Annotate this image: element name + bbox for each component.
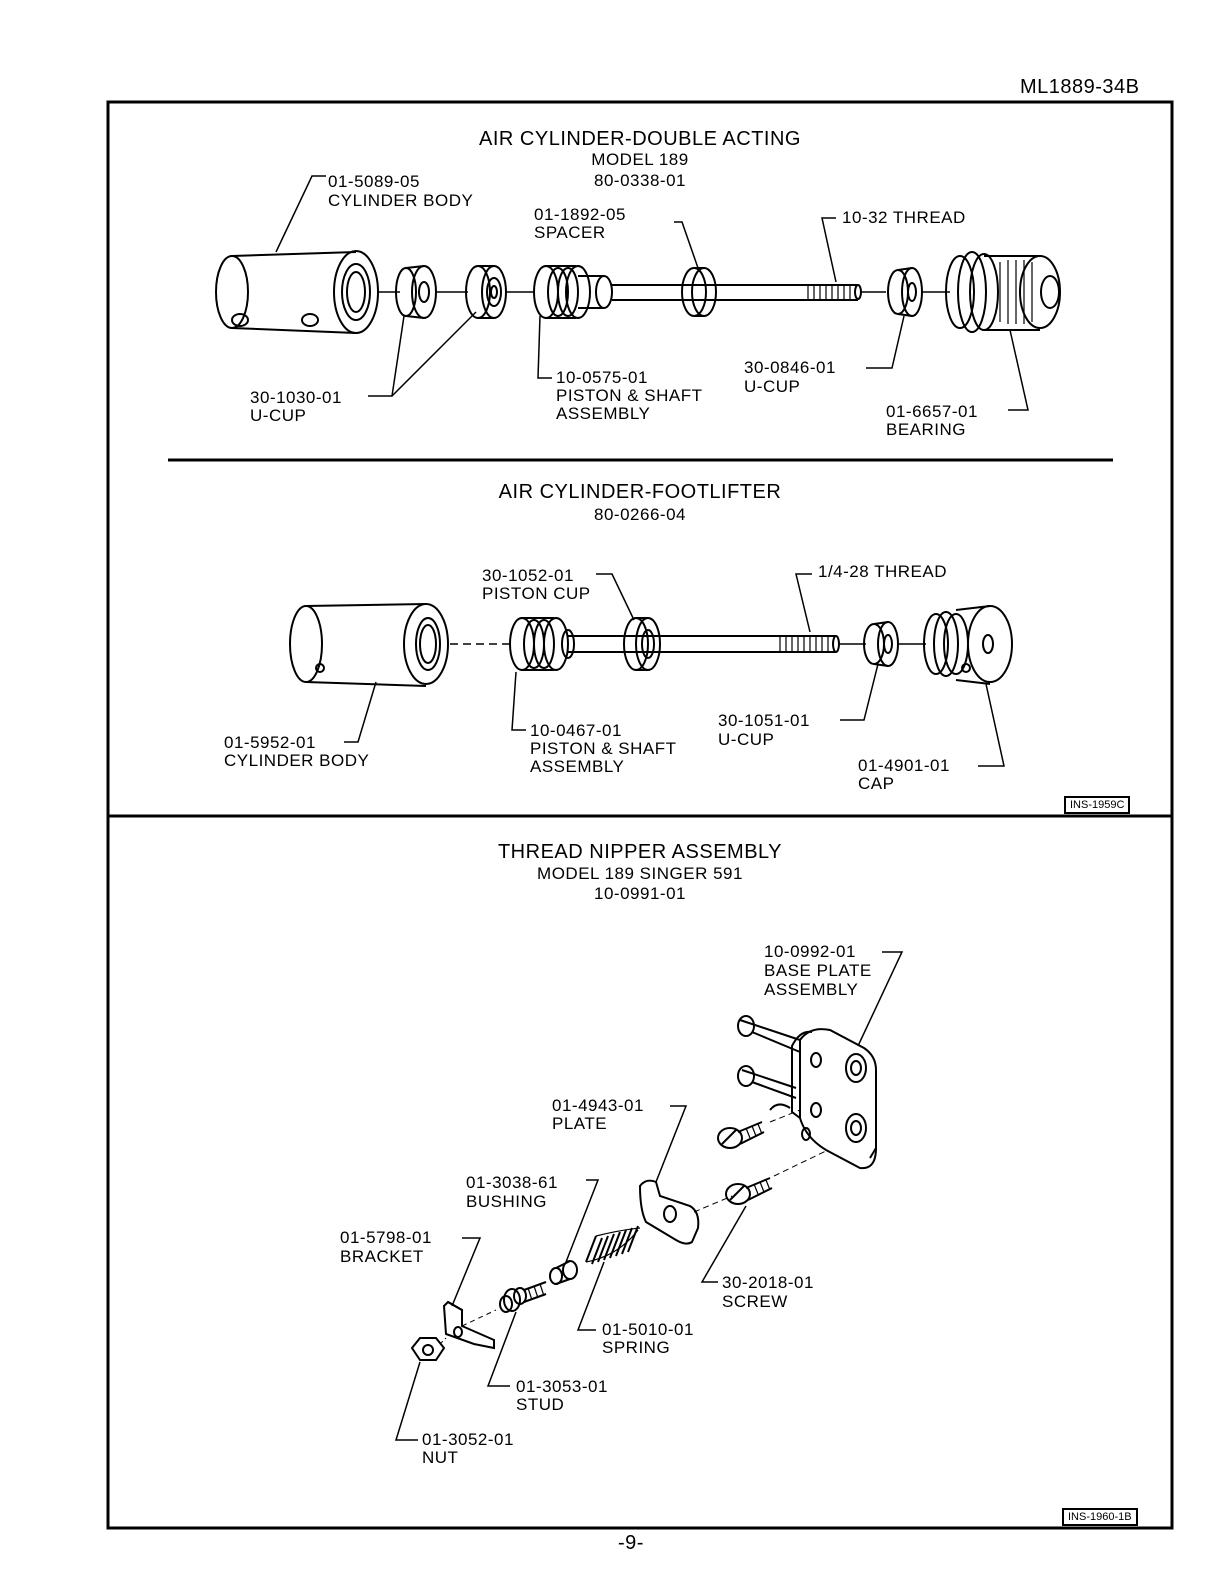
section-b-part-number: 80-0266-04 — [594, 505, 686, 524]
section-a-part-number: 80-0338-01 — [594, 171, 686, 190]
callout-stud-number: 01-3053-01 — [516, 1377, 608, 1396]
callout-piston-shaft-10-0575-01-name2: ASSEMBLY — [556, 404, 651, 423]
callout-piston-cup-name: PISTON CUP — [482, 584, 591, 603]
thread-nipper-drawing — [394, 951, 904, 1441]
callout-cap-number: 01-4901-01 — [858, 756, 950, 775]
plate-01-4943-01-shape — [638, 1179, 733, 1245]
callout-u-cup-30-0846-01-name: U-CUP — [744, 377, 801, 396]
callout-plate-number: 01-4943-01 — [552, 1096, 644, 1115]
section-c-leader-lines — [394, 951, 904, 1441]
callout-bushing-name: BUSHING — [466, 1192, 547, 1211]
drawing-stamp-ins-1960-1b: INS-1960-1B — [1062, 1508, 1138, 1526]
callout-u-cup-30-1030-01-number: 30-1030-01 — [250, 388, 342, 407]
panel-thread-nipper-frame — [106, 814, 1174, 1530]
callout-piston-shaft-10-0467-01-name: PISTON & SHAFT — [530, 739, 677, 758]
callout-cap-name: CAP — [858, 774, 895, 793]
callout-nut-number: 01-3052-01 — [422, 1430, 514, 1449]
callout-u-cup-30-1030-01-name: U-CUP — [250, 406, 307, 425]
callout-nut-name: NUT — [422, 1448, 459, 1467]
piston-shaft-10-0575-01-shape — [533, 265, 862, 319]
section-a-model: MODEL 189 — [591, 150, 689, 169]
nut-01-3052-01-shape — [410, 1337, 447, 1361]
thread-nipper-model: MODEL 189 SINGER 591 — [537, 864, 743, 883]
page-number: -9- — [618, 1532, 644, 1554]
callout-screw-name: SCREW — [722, 1292, 788, 1311]
u-cup-2-shape — [465, 265, 507, 319]
callout-u-cup-30-1051-01-number: 30-1051-01 — [718, 711, 810, 730]
callout-spacer-number: 01-1892-05 — [534, 205, 626, 224]
section-b-title: AIR CYLINDER-FOOTLIFTER — [498, 481, 782, 503]
cap-01-4901-01-shape — [923, 605, 1013, 685]
cylinder-body-01-5089-05-shape — [215, 250, 379, 334]
callout-10-32-thread: 10-32 THREAD — [842, 208, 966, 227]
u-cup-30-1030-01-shape — [395, 265, 437, 319]
bushing-01-3038-61-shape — [549, 1260, 578, 1285]
callout-bearing-number: 01-6657-01 — [886, 402, 978, 421]
spring-01-5010-01-shape — [585, 1225, 641, 1265]
callout-bracket-name: BRACKET — [340, 1247, 424, 1266]
piston-cup-30-1052-01-shape — [623, 617, 661, 671]
callout-spacer-name: SPACER — [534, 223, 606, 242]
callout-piston-shaft-10-0467-01-name2: ASSEMBLY — [530, 757, 625, 776]
upper-screw-shape — [717, 1121, 765, 1149]
callout-u-cup-30-1051-01-name: U-CUP — [718, 730, 775, 749]
section-b-leader-lines — [344, 573, 1005, 767]
callout-piston-shaft-10-0575-01-name: PISTON & SHAFT — [556, 386, 703, 405]
callout-1-4-28-thread: 1/4-28 THREAD — [818, 562, 948, 581]
thread-nipper-part-number: 10-0991-01 — [594, 884, 686, 903]
spacer-01-1892-05-shape — [681, 267, 717, 317]
callout-screw-number: 30-2018-01 — [722, 1273, 814, 1292]
footlifter-cylinder-drawing — [289, 573, 1013, 767]
callout-spring-name: SPRING — [602, 1338, 671, 1357]
callout-bracket-number: 01-5798-01 — [340, 1228, 432, 1247]
drawing-stamp-ins-1959c: INS-1959C — [1064, 796, 1131, 814]
callout-base-plate-number: 10-0992-01 — [764, 942, 856, 961]
thread-nipper-title: THREAD NIPPER ASSEMBLY — [497, 841, 783, 863]
cylinder-body-01-5952-01-shape — [289, 603, 449, 687]
u-cup-30-0846-01-shape — [887, 267, 923, 317]
section-a-title: AIR CYLINDER-DOUBLE ACTING — [479, 128, 801, 150]
screw-30-2018-01-shape — [725, 1177, 773, 1205]
callout-bearing-name: BEARING — [886, 420, 967, 439]
double-acting-cylinder-drawing — [215, 175, 1061, 411]
bracket-01-5798-01-shape — [442, 1300, 497, 1350]
stud-01-3053-01-shape — [499, 1281, 547, 1313]
callout-piston-shaft-10-0575-01-number: 10-0575-01 — [556, 368, 648, 387]
callout-base-plate-name: BASE PLATE — [764, 961, 872, 980]
callout-cylinder-body-name: CYLINDER BODY — [328, 191, 474, 210]
callout-piston-cup-number: 30-1052-01 — [482, 566, 574, 585]
callout-cylinder-body-number: 01-5089-05 — [328, 172, 420, 191]
callout-spring-number: 01-5010-01 — [602, 1320, 694, 1339]
piston-shaft-10-0467-01-shape — [509, 617, 840, 671]
callout-stud-name: STUD — [516, 1395, 565, 1414]
callout-bushing-number: 01-3038-61 — [466, 1173, 558, 1192]
callout-cylinder-body-01-5952-01-number: 01-5952-01 — [224, 733, 316, 752]
callout-u-cup-30-0846-01-number: 30-0846-01 — [744, 358, 836, 377]
document-id: ML1889-34B — [1020, 76, 1140, 98]
callout-base-plate-name2: ASSEMBLY — [764, 980, 859, 999]
callout-piston-shaft-10-0467-01-number: 10-0467-01 — [530, 721, 622, 740]
bearing-01-6657-01-shape — [945, 251, 1061, 333]
section-a-leader-lines — [275, 175, 1029, 411]
base-plate-10-0992-01-shape — [737, 1015, 877, 1170]
u-cup-30-1051-01-shape — [863, 621, 899, 667]
callout-cylinder-body-01-5952-01-name: CYLINDER BODY — [224, 751, 370, 770]
callout-plate-name: PLATE — [552, 1114, 608, 1133]
